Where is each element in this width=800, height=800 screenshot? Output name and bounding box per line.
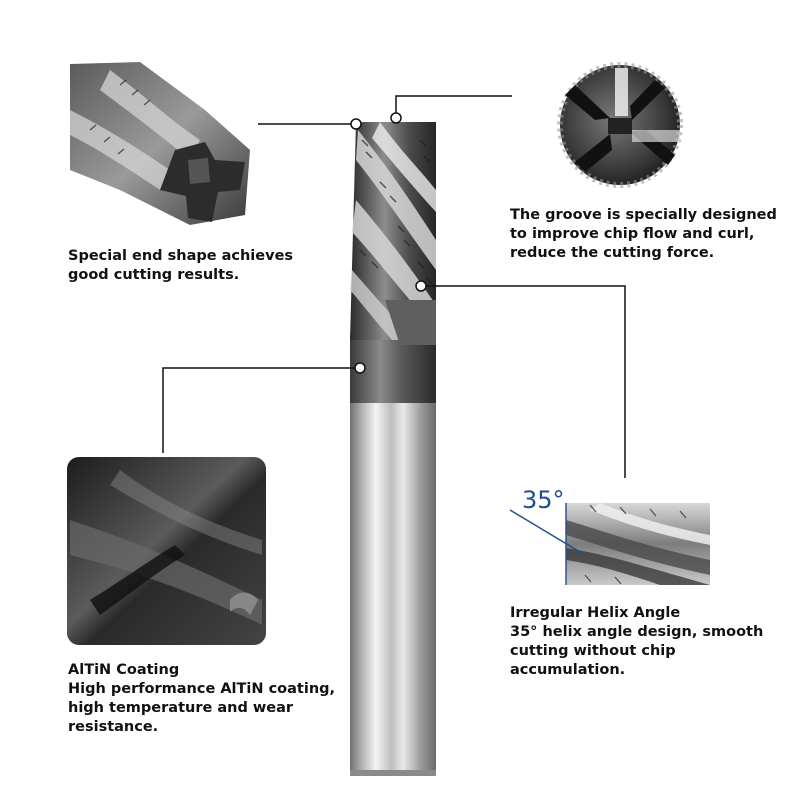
leader-dot-helix [415,280,427,292]
helix-caption: Irregular Helix Angle 35° helix angle de… [510,604,795,680]
caption-line: 35° helix angle design, smooth [510,624,764,640]
leader-line-helix [421,285,626,478]
leader-dots [350,112,427,374]
caption-line: to improve chip flow and curl, [510,226,755,242]
end-shape-caption: Special end shape achieves good cutting … [68,247,348,285]
tool-shank [350,400,436,776]
helix-angle-line [509,509,586,556]
helix-angle-label: 35° [522,486,565,514]
helix-angle-detail-image [509,503,710,585]
caption-line: High performance AlTiN coating, [68,681,336,697]
end-mill-tool [350,122,436,776]
tool-flutes [350,122,436,345]
leader-lines [162,95,626,478]
groove-detail-image [557,62,683,188]
caption-line: cutting without chip accumulation. [510,643,676,678]
leader-dot-groove [390,112,402,124]
caption-line: resistance. [68,719,159,735]
caption-line: Special end shape achieves [68,248,294,264]
caption-line: high temperature and wear [68,700,294,716]
caption-line: reduce the cutting force. [510,245,715,261]
caption-line: The groove is specially designed [510,207,777,223]
groove-caption: The groove is specially designed to impr… [510,206,790,263]
leader-line-groove [395,95,512,118]
leader-dot-end-shape [350,118,362,130]
leader-dot-coating [354,362,366,374]
caption-title: AlTiN Coating [68,662,180,678]
coating-caption: AlTiN Coating High performance AlTiN coa… [68,661,368,737]
leader-line-coating [162,367,360,453]
end-shape-detail-image [70,62,250,225]
caption-title: Irregular Helix Angle [510,605,681,621]
coating-detail-image [67,457,266,645]
caption-line: good cutting results. [68,267,240,283]
